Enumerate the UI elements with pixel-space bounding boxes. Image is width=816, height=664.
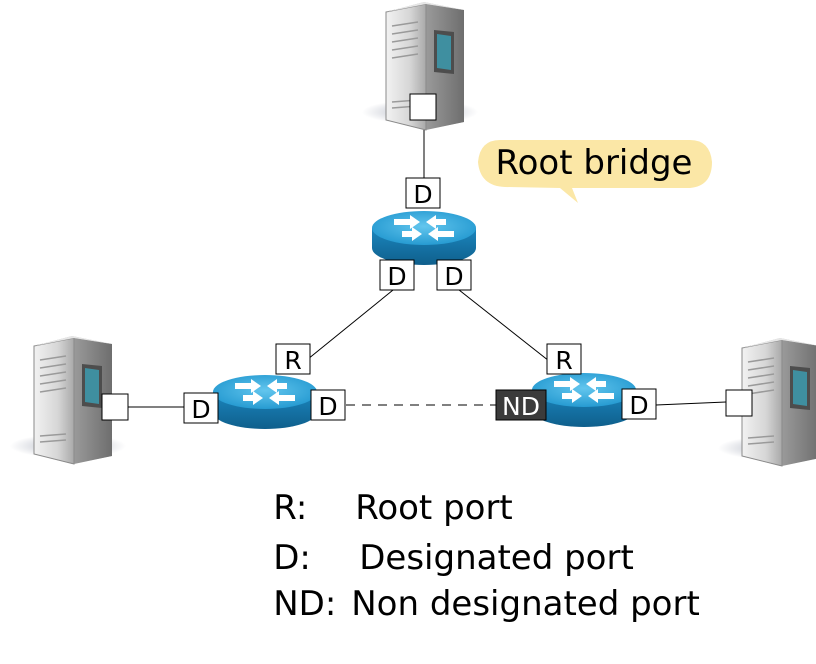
legend-desc: Non designated port: [351, 584, 700, 624]
port-right-up-label: R: [555, 346, 572, 375]
root-bridge-callout: Root bridge: [478, 140, 712, 203]
network-diagram-canvas: Root bridge D D D R D D R: [9, 1, 816, 467]
legend-item-root-port: R: Root port: [230, 448, 513, 568]
link-root-right: [453, 285, 564, 373]
switch-right: [532, 373, 636, 427]
port-right-up: R: [546, 343, 582, 375]
port-right-host-label: D: [629, 391, 648, 420]
port-left-host-label: D: [191, 395, 210, 424]
port-root-right: D: [436, 259, 472, 291]
port-left-link-label: D: [318, 392, 337, 421]
port-root-right-label: D: [444, 262, 463, 291]
legend-desc: Designated port: [359, 538, 634, 578]
port-right-link-blocked: ND: [495, 389, 547, 421]
legend-key: D:: [273, 538, 311, 578]
port-right-link-label: ND: [502, 392, 540, 421]
switch-root: [372, 211, 476, 265]
port-left-host: D: [183, 392, 219, 424]
port-labels: D D D R D D R ND: [183, 177, 657, 424]
legend-key: R:: [273, 488, 308, 528]
port-left-up-label: R: [284, 346, 301, 375]
server-top-nic: [409, 93, 437, 121]
legend-item-designated-port: D: Designated port: [230, 498, 634, 618]
port-right-host: D: [621, 388, 657, 420]
switch-left: [213, 375, 317, 429]
port-root-left: D: [379, 259, 415, 291]
server-right-nic: [725, 389, 753, 417]
port-root-left-label: D: [387, 262, 406, 291]
stp-diagram: Root bridge D D D R D D R: [9, 1, 816, 624]
server-left-nic: [101, 393, 129, 421]
link-right-server: [655, 401, 727, 406]
legend-desc: Root port: [355, 488, 513, 528]
port-left-link: D: [310, 389, 346, 421]
port-left-up: R: [275, 343, 311, 375]
port-root-top-label: D: [413, 180, 432, 209]
legend-item-non-designated-port: ND: Non designated port: [230, 544, 700, 664]
callout-text: Root bridge: [496, 143, 693, 183]
port-root-top: D: [405, 177, 441, 209]
legend-key: ND:: [273, 584, 337, 624]
